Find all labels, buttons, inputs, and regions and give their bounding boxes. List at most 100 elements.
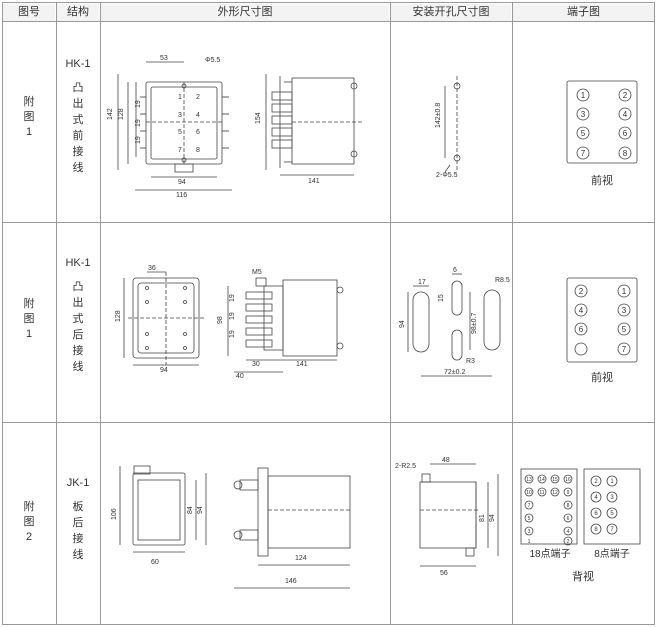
svg-text:8: 8 xyxy=(196,147,200,154)
grid-line xyxy=(56,2,57,625)
dim-19a: 19 xyxy=(135,100,142,108)
svg-text:5: 5 xyxy=(528,516,531,522)
svg-text:2: 2 xyxy=(196,94,200,101)
mount-drawing-1 xyxy=(444,76,461,173)
dim-146: 146 xyxy=(285,578,297,585)
dim-30: 30 xyxy=(252,361,260,368)
svg-text:14: 14 xyxy=(539,477,545,483)
svg-text:11: 11 xyxy=(539,490,544,496)
header-mount-dims: 安装开孔尺寸图 xyxy=(391,4,511,21)
dim-94: 94 xyxy=(178,179,186,186)
svg-text:3: 3 xyxy=(610,495,614,501)
dim-19a-r2: 19 xyxy=(229,294,236,302)
svg-text:3: 3 xyxy=(178,112,182,119)
dim-154: 154 xyxy=(255,112,262,124)
label-18pt: 18点端子 xyxy=(529,547,570,560)
terminal-8: 8 xyxy=(623,149,628,158)
mount-dim-94: 94 xyxy=(399,320,406,328)
dim-116: 116 xyxy=(176,192,187,199)
dim-36: 36 xyxy=(148,265,156,272)
dim-19b: 19 xyxy=(135,119,142,127)
terminal-r2-6: 5 xyxy=(622,325,627,334)
grid-line xyxy=(3,422,654,423)
terminal-2: 2 xyxy=(623,91,628,100)
dim-141: 141 xyxy=(308,178,320,185)
structure-cell-2: HK-1 凸出式后接线 xyxy=(57,257,99,375)
grid-line xyxy=(3,2,654,3)
outline-front-view-3 xyxy=(119,465,207,553)
mount-dim-94-r3: 94 xyxy=(489,514,496,522)
mount-dim-81: 81 xyxy=(479,514,486,522)
structure-code: JK-1 xyxy=(66,477,90,489)
dim-141-r2: 141 xyxy=(296,361,308,368)
terminal-board-18 xyxy=(520,468,578,546)
grid-line xyxy=(3,222,654,223)
svg-text:4: 4 xyxy=(567,529,570,535)
view-label-2: 前视 xyxy=(591,370,613,384)
grid-line xyxy=(100,2,101,625)
dim-60: 60 xyxy=(151,559,159,566)
terminal-board-2 xyxy=(566,277,638,363)
grid-line xyxy=(3,624,654,625)
svg-text:16: 16 xyxy=(565,477,571,483)
svg-text:6: 6 xyxy=(594,511,598,517)
dim-98: 98 xyxy=(217,316,224,324)
dim-128-r2: 128 xyxy=(115,310,122,322)
svg-text:2: 2 xyxy=(594,479,598,485)
svg-text:13: 13 xyxy=(526,477,532,483)
structure-desc: 凸出式前接线 xyxy=(72,82,84,174)
mount-dim-15: 15 xyxy=(438,294,445,302)
svg-text:7: 7 xyxy=(178,147,182,154)
header-structure: 结构 xyxy=(57,4,99,21)
mount-dim-holes: 2-Φ5.5 xyxy=(436,172,458,179)
grid-line xyxy=(3,21,654,22)
structure-desc: 凸出式后接线 xyxy=(72,281,84,373)
outline-front-view-2 xyxy=(123,271,205,366)
mount-dim-142: 142±0.8 xyxy=(435,103,442,128)
dim-94-r2: 94 xyxy=(160,367,168,374)
terminal-r2-1: 2 xyxy=(579,287,584,296)
grid-line xyxy=(512,2,513,625)
svg-text:6: 6 xyxy=(196,129,200,136)
svg-text:2: 2 xyxy=(567,539,570,545)
dim-124: 124 xyxy=(295,555,307,562)
dim-84: 84 xyxy=(187,506,194,514)
header-outline-dims: 外形尺寸图 xyxy=(101,4,389,21)
outline-side-view-3 xyxy=(233,467,352,589)
svg-text:7: 7 xyxy=(610,527,614,533)
svg-text:5: 5 xyxy=(610,511,614,517)
svg-text:8: 8 xyxy=(567,503,570,509)
svg-text:1: 1 xyxy=(528,539,531,545)
mount-dim-98: 98±0.7 xyxy=(471,313,478,334)
dim-40: 40 xyxy=(236,373,244,380)
mount-dim-56: 56 xyxy=(440,570,448,577)
grid-line xyxy=(390,2,391,625)
dim-phi: Φ5.5 xyxy=(205,57,220,64)
terminal-board-8 xyxy=(583,468,641,545)
svg-text:7: 7 xyxy=(528,503,531,509)
dim-94-r3: 94 xyxy=(197,506,204,514)
structure-code: HK-1 xyxy=(65,58,91,70)
dim-106: 106 xyxy=(111,508,118,520)
terminal-3: 3 xyxy=(581,110,586,119)
mount-drawing-2 xyxy=(407,273,501,377)
svg-text:1: 1 xyxy=(178,94,182,101)
svg-text:3: 3 xyxy=(528,529,531,535)
mount-dim-r25: 2-R2.5 xyxy=(395,463,416,470)
dim-m5: M5 xyxy=(252,269,262,276)
svg-text:4: 4 xyxy=(594,495,598,501)
mount-dim-r85: R8.5 xyxy=(495,277,510,284)
dim-128: 128 xyxy=(118,108,125,120)
view-label-1: 前视 xyxy=(591,173,613,187)
dim-19c: 19 xyxy=(135,136,142,144)
dim-19c-r2: 19 xyxy=(229,330,236,338)
structure-desc: 板后接线 xyxy=(72,501,84,561)
terminal-1: 1 xyxy=(581,91,586,100)
view-label-3: 背视 xyxy=(572,569,594,583)
mount-dim-17: 17 xyxy=(418,279,426,286)
